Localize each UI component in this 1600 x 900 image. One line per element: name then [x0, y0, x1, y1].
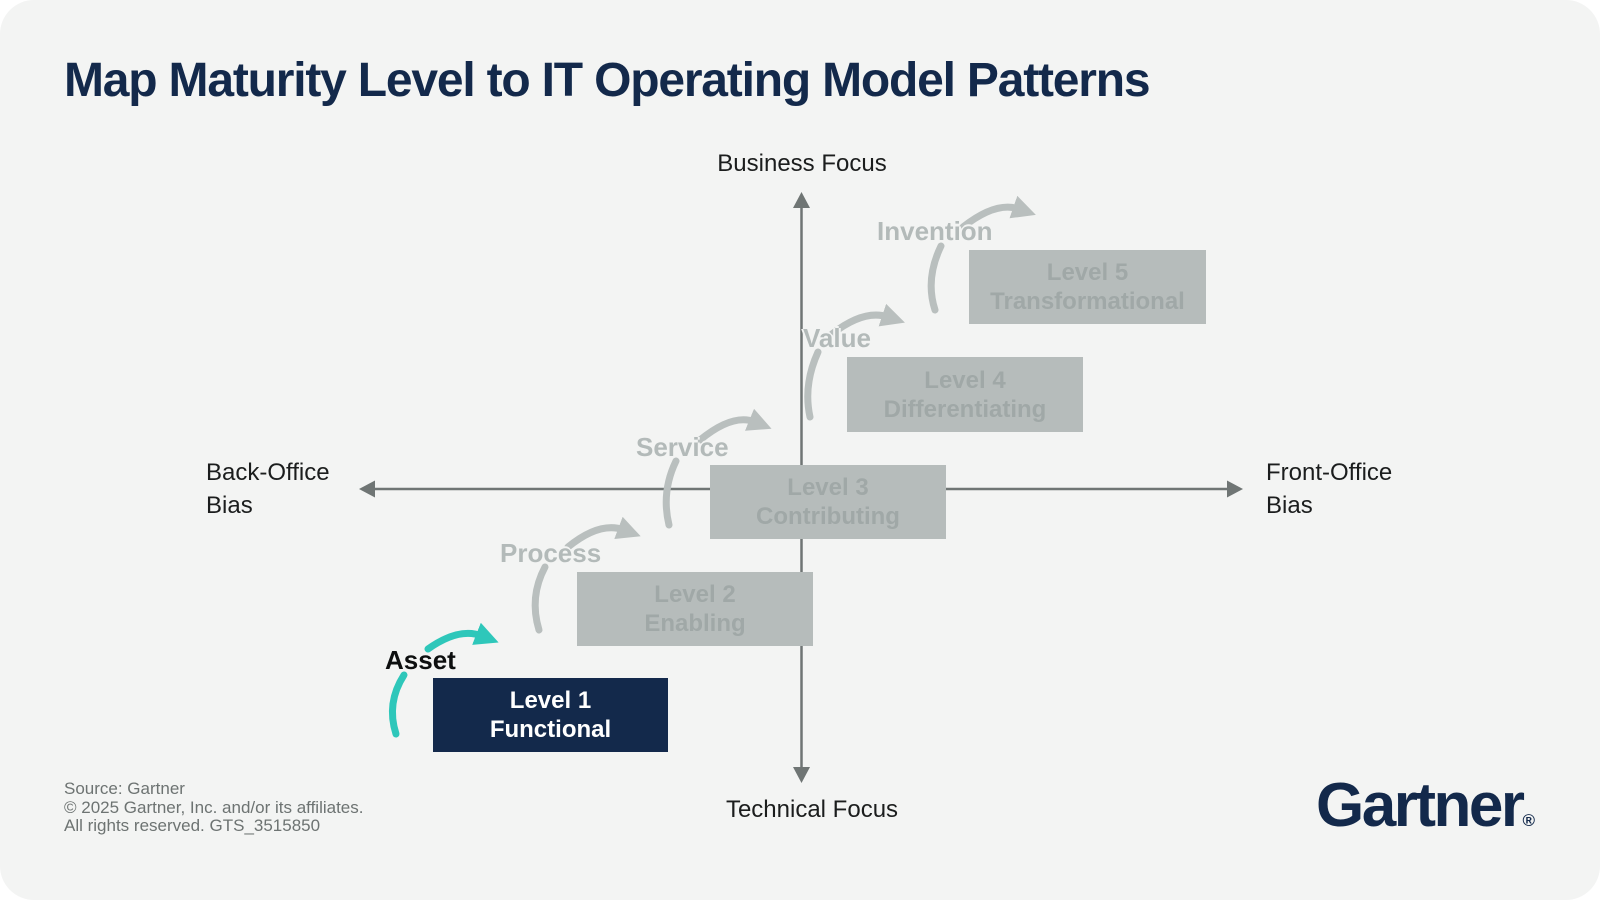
- level-3-line2: Contributing: [756, 503, 900, 530]
- level-5-line2: Transformational: [990, 288, 1185, 315]
- process-arrow-tail: [531, 563, 549, 634]
- rights-line: All rights reserved. GTS_3515850: [64, 816, 321, 835]
- axis-arrowhead-right: [1227, 480, 1243, 498]
- level-4-box: Level 4 Differentiating: [847, 357, 1083, 432]
- level-5-box: Level 5 Transformational: [969, 250, 1206, 324]
- axis-label-back-office-line1: Back-Office: [206, 459, 330, 486]
- invention-arrow: [959, 195, 1036, 231]
- axis-arrowhead-left: [359, 480, 375, 498]
- level-5-line1: Level 5: [1046, 259, 1129, 286]
- axis-label-back-office-bias: Back-Office Bias: [206, 456, 330, 522]
- level-2-box: Level 2 Enabling: [577, 572, 813, 646]
- source-line: Source: Gartner: [64, 779, 185, 798]
- process-arrow: [564, 516, 641, 551]
- step-label-value: Value: [803, 323, 871, 353]
- axis-label-front-office-line1: Front-Office: [1266, 459, 1393, 486]
- value-arrow-tail: [804, 348, 822, 421]
- axis-label-front-office-line2: Bias: [1266, 492, 1313, 519]
- asset-arrow-tail: [388, 671, 408, 738]
- page-title: Map Maturity Level to IT Operating Model…: [64, 54, 1151, 107]
- copyright-line: © 2025 Gartner, Inc. and/or its affiliat…: [64, 797, 364, 817]
- level-4-line2: Differentiating: [883, 395, 1047, 423]
- level-2-line2: Enabling: [644, 610, 746, 637]
- level-1-box: Level 1 Functional: [433, 678, 668, 752]
- registered-trademark-icon: ®: [1522, 811, 1535, 830]
- axis-arrowhead-bottom: [793, 767, 810, 783]
- asset-arrow: [424, 622, 499, 653]
- invention-arrow-tail: [927, 242, 945, 314]
- source-attribution: Source: Gartner © 2025 Gartner, Inc. and…: [64, 779, 364, 836]
- axis-label-business-focus: Business Focus: [717, 150, 887, 177]
- axis-label-front-office-bias: Front-Office Bias: [1266, 456, 1392, 522]
- gartner-logo-text: Gartner: [1316, 771, 1525, 840]
- step-label-process: Process: [500, 538, 602, 568]
- service-arrow-tail: [662, 457, 680, 529]
- level-1-line2: Functional: [489, 716, 612, 743]
- level-4-line1: Level 4: [924, 366, 1006, 394]
- axis-arrowhead-top: [793, 192, 810, 208]
- level-2-line1: Level 2: [654, 581, 736, 608]
- level-3-box: Level 3 Contributing: [710, 465, 946, 539]
- level-3-line1: Level 3: [787, 474, 869, 501]
- value-arrow: [828, 303, 905, 338]
- step-label-service: Service: [636, 432, 729, 462]
- service-arrow: [696, 408, 772, 444]
- step-label-asset: Asset: [385, 645, 456, 675]
- axis-label-back-office-line2: Bias: [206, 492, 253, 519]
- step-label-invention: Invention: [877, 216, 993, 246]
- gartner-logo: Gartner®: [1316, 775, 1535, 849]
- level-1-line1: Level 1: [509, 687, 592, 714]
- axis-label-technical-focus: Technical Focus: [725, 796, 899, 823]
